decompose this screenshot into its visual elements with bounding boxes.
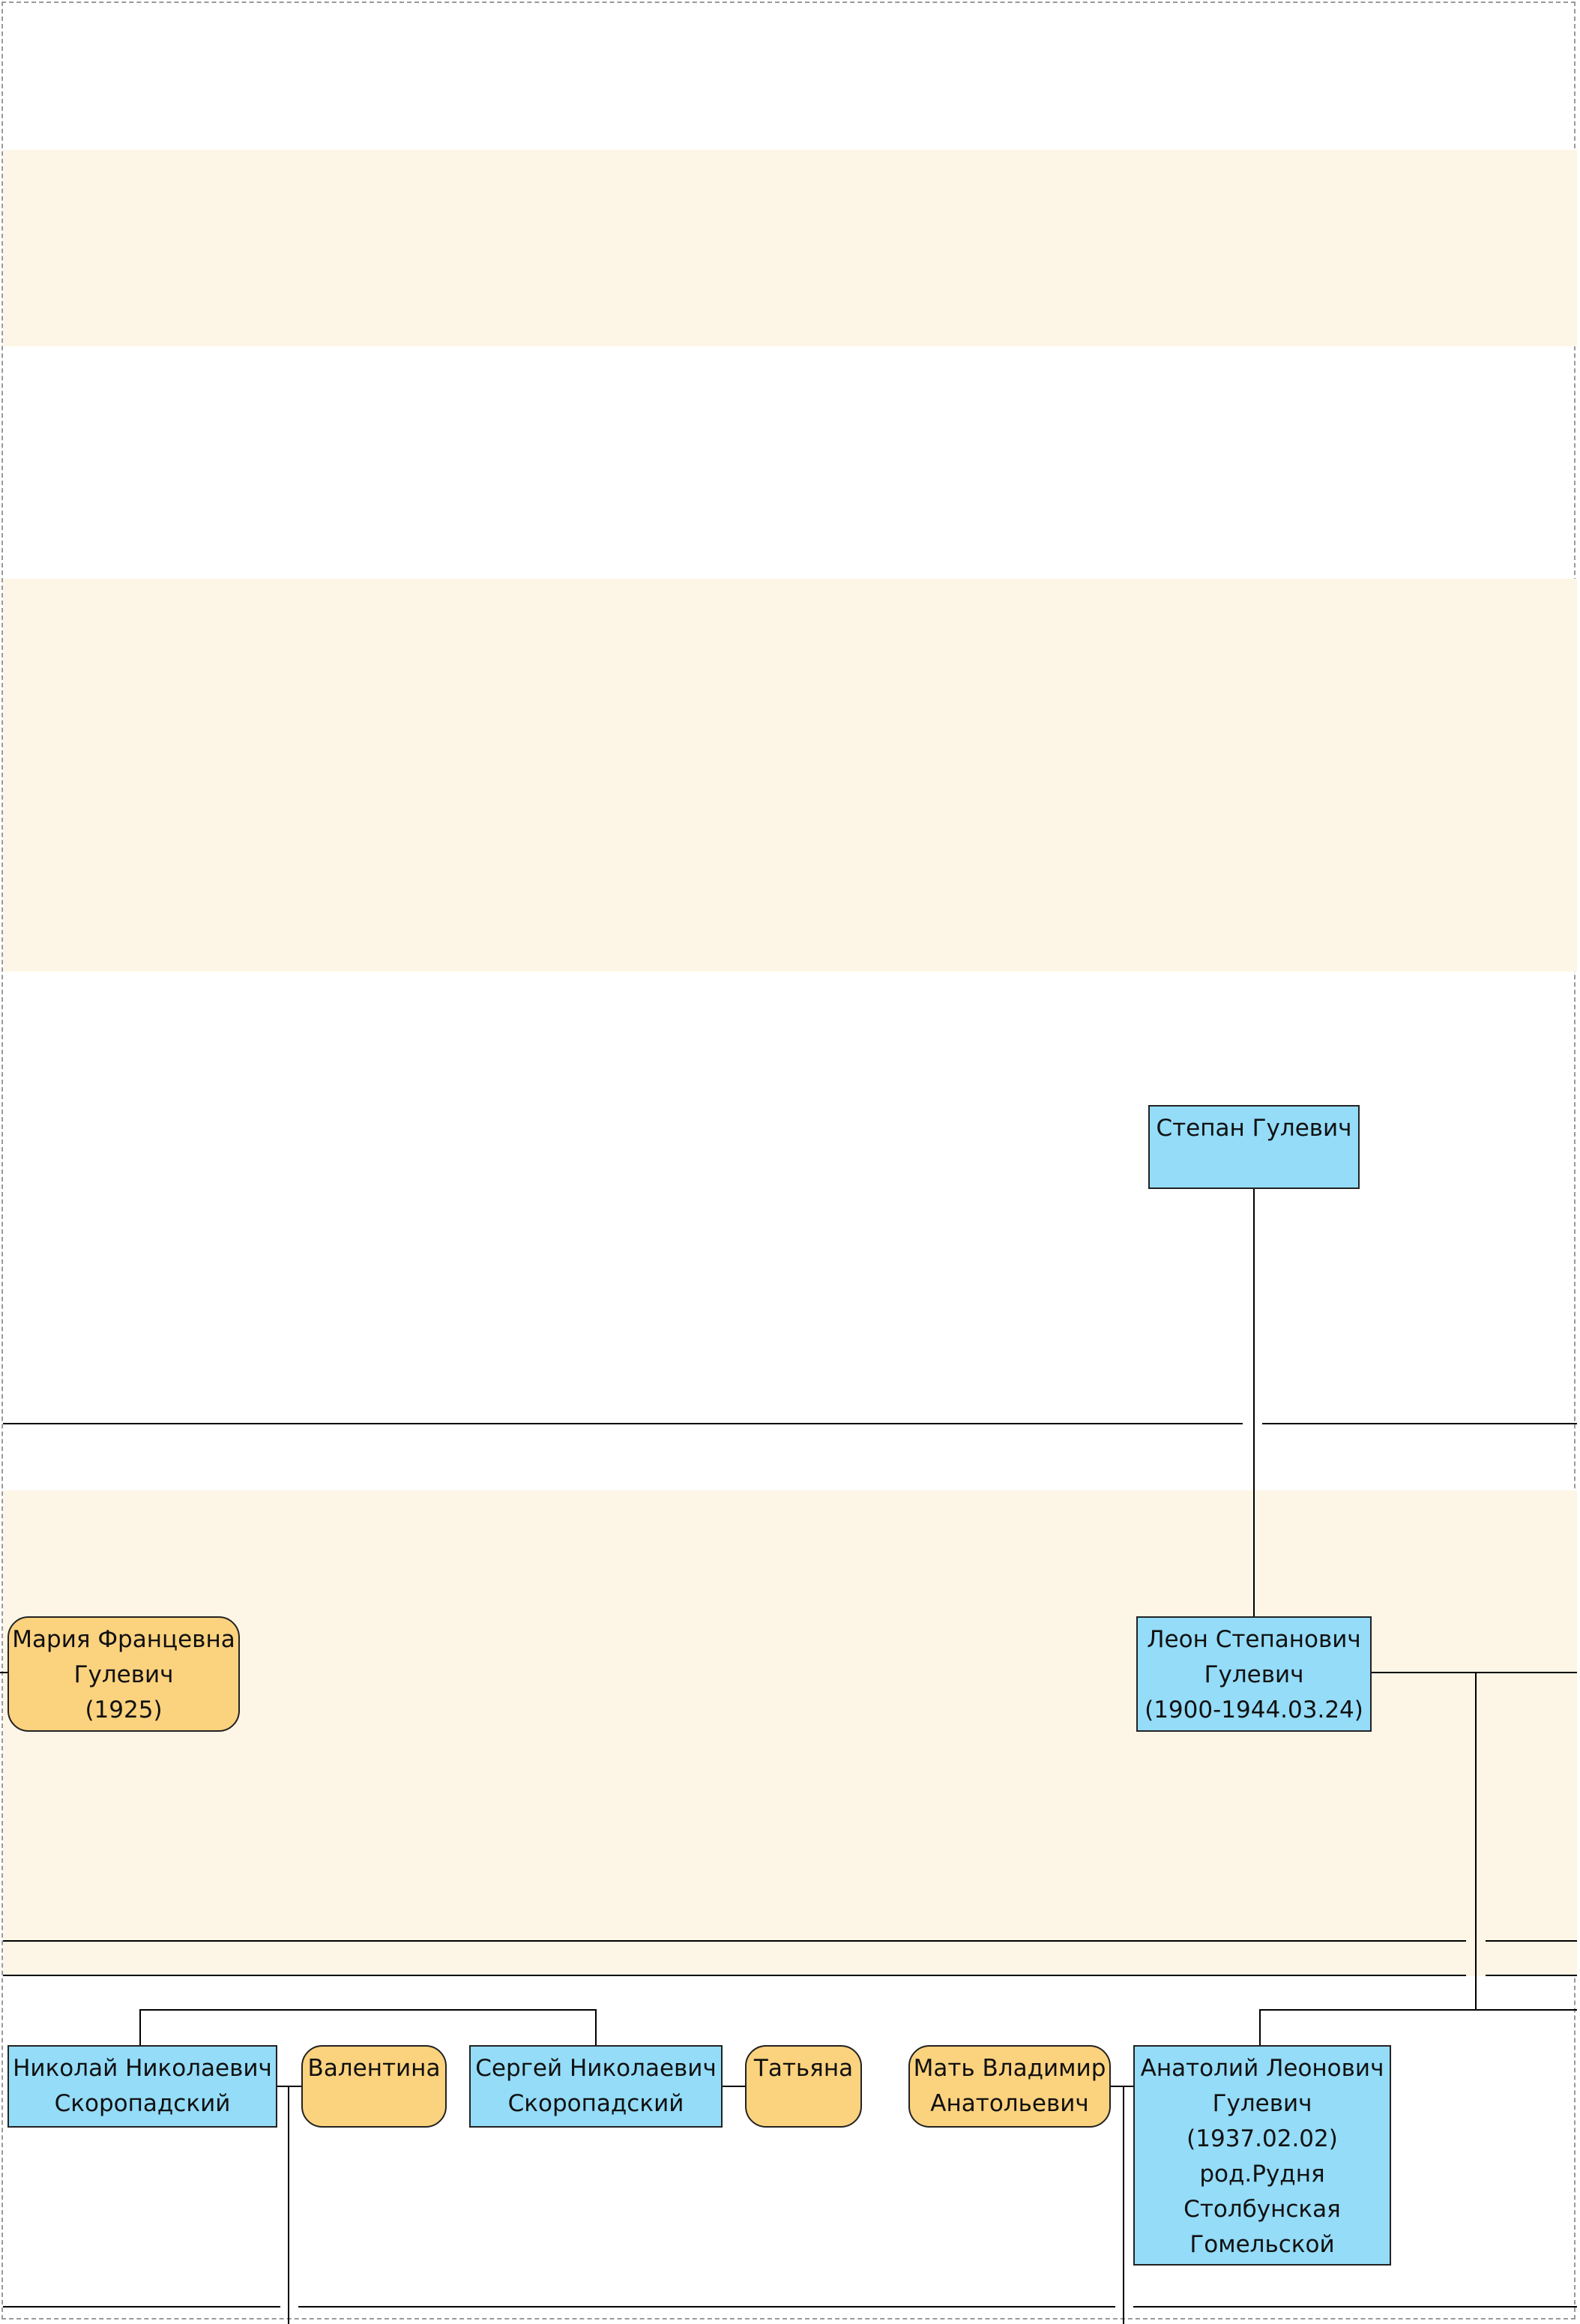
person-dates: (1925) (85, 1697, 163, 1724)
person-birthplace-line: Столбунская (1184, 2196, 1341, 2223)
connector-nikolay-valentina (277, 2086, 303, 2087)
person-name-line: Мария Францевна (12, 1626, 235, 1653)
person-name-line: Степан Гулевич (1156, 1115, 1352, 1142)
person-name-line: Гулевич (1212, 2090, 1312, 2117)
person-dates: (1937.02.02) (1186, 2125, 1338, 2152)
generation-band (3, 1490, 1577, 1976)
person-name-line: Леон Степанович (1147, 1626, 1361, 1653)
person-name-line: Скоропадский (54, 2090, 231, 2117)
person-maria-gulevich[interactable]: Мария Францевна Гулевич (1925) (7, 1616, 240, 1732)
person-name-line: Анатолий Леонович (1140, 2055, 1384, 2082)
connector-sergey-tatyana (721, 2086, 747, 2087)
person-name-line: Сергей Николаевич (475, 2055, 717, 2082)
generation-band (3, 579, 1577, 972)
person-valentina[interactable]: Валентина (301, 2045, 447, 2128)
connector-stepan-leon (1253, 1187, 1255, 1618)
connector-anatoliy (1259, 2009, 1261, 2045)
separator-line (1486, 1975, 1577, 1976)
connector-leon-children (1475, 1672, 1477, 2011)
person-name-line: Николай Николаевич (13, 2055, 272, 2082)
separator-line (1486, 1940, 1577, 1942)
separator-line (1133, 2306, 1577, 2308)
connector-children-bus (1259, 2009, 1577, 2011)
separator-line (3, 1940, 1466, 1942)
person-birthplace-line: род.Рудня (1199, 2161, 1325, 2188)
person-name-line: Мать Владимир (913, 2055, 1106, 2082)
person-anatoliy-gulevich[interactable]: Анатолий Леонович Гулевич (1937.02.02) р… (1133, 2045, 1391, 2266)
separator-line (3, 1423, 1243, 1424)
person-name-line: Гулевич (1204, 1661, 1304, 1688)
person-sergey-skoropadskiy[interactable]: Сергей Николаевич Скоропадский (469, 2045, 723, 2128)
separator-line (298, 2306, 1115, 2308)
person-mother-vladimir[interactable]: Мать Владимир Анатольевич (908, 2045, 1111, 2128)
connector-siblings-bus (139, 2009, 597, 2011)
connector-nikolay (139, 2009, 141, 2045)
person-leon-gulevich[interactable]: Леон Степанович Гулевич (1900-1944.03.24… (1136, 1616, 1372, 1732)
person-name-line: Анатольевич (930, 2090, 1089, 2117)
connector-maria-left (0, 1672, 9, 1673)
separator-line (3, 1975, 1466, 1976)
person-nikolay-skoropadskiy[interactable]: Николай Николаевич Скоропадский (7, 2045, 277, 2128)
connector-nikolay-descent (288, 2086, 289, 2324)
connector-anatoliy-descent (1123, 2086, 1124, 2324)
connector-sergey (595, 2009, 597, 2045)
person-name-line: Татьяна (753, 2055, 854, 2082)
person-name-line: Гулевич (73, 1661, 174, 1688)
separator-line (3, 2306, 280, 2308)
person-birthplace-line: Гомельской (1189, 2231, 1335, 2258)
person-name-line: Валентина (307, 2055, 441, 2082)
person-tatyana[interactable]: Татьяна (745, 2045, 862, 2128)
person-name-line: Скоропадский (507, 2090, 684, 2117)
separator-line (1262, 1423, 1577, 1424)
connector-leon-spouse (1372, 1672, 1577, 1673)
generation-band (3, 150, 1577, 346)
person-stepan-gulevich[interactable]: Степан Гулевич (1148, 1105, 1360, 1189)
person-dates: (1900-1944.03.24) (1145, 1697, 1363, 1724)
